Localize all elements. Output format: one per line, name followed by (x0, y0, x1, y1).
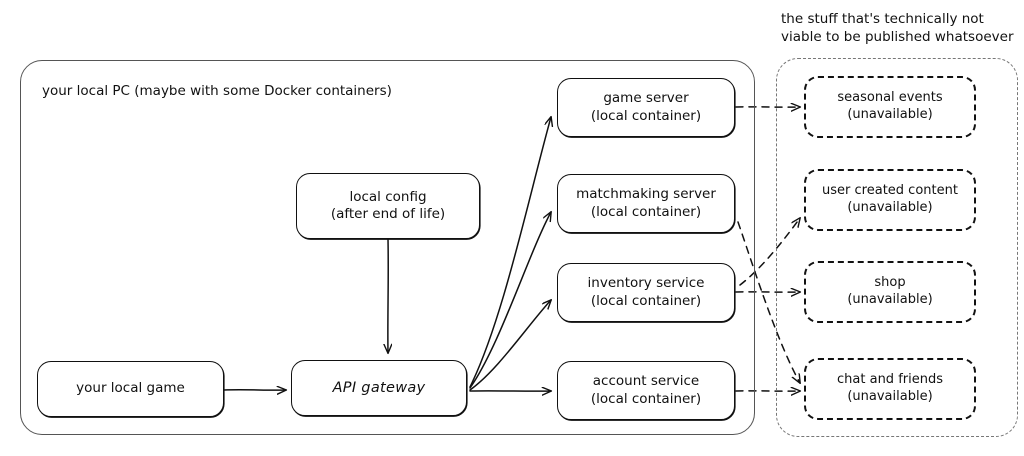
node-inventory-service[interactable]: inventory service (local container) (557, 263, 735, 322)
node-local-config[interactable]: local config (after end of life) (296, 173, 480, 239)
node-shop-label: shop (unavailable) (847, 275, 933, 307)
node-inventory-service-label: inventory service (local container) (587, 275, 705, 309)
node-account-service[interactable]: account service (local container) (557, 361, 735, 420)
node-your-local-game-label: your local game (76, 380, 185, 397)
node-user-created-content[interactable]: user created content (unavailable) (804, 169, 976, 231)
node-user-created-content-label: user created content (unavailable) (822, 183, 958, 215)
node-local-config-label: local config (after end of life) (330, 188, 446, 222)
node-game-server-label: game server (local container) (590, 90, 702, 124)
node-seasonal-events[interactable]: seasonal events (unavailable) (804, 76, 976, 138)
group-local-pc-label: your local PC (maybe with some Docker co… (42, 83, 392, 99)
node-shop[interactable]: shop (unavailable) (804, 261, 976, 323)
node-api-gateway[interactable]: API gateway (291, 360, 467, 416)
node-account-service-label: account service (local container) (590, 373, 702, 407)
node-api-gateway-label: API gateway (332, 379, 426, 396)
node-matchmaking-server[interactable]: matchmaking server (local container) (557, 174, 735, 233)
node-chat-and-friends-label: chat and friends (unavailable) (837, 372, 943, 404)
group-local-pc (20, 60, 755, 435)
group-unpublishable (776, 58, 1018, 437)
group-unpublishable-label: the stuff that's technically not viable … (781, 11, 1014, 46)
node-game-server[interactable]: game server (local container) (557, 78, 735, 137)
node-seasonal-events-label: seasonal events (unavailable) (837, 90, 943, 122)
node-chat-and-friends[interactable]: chat and friends (unavailable) (804, 358, 976, 420)
node-your-local-game[interactable]: your local game (37, 361, 224, 417)
node-matchmaking-server-label: matchmaking server (local container) (576, 186, 716, 220)
